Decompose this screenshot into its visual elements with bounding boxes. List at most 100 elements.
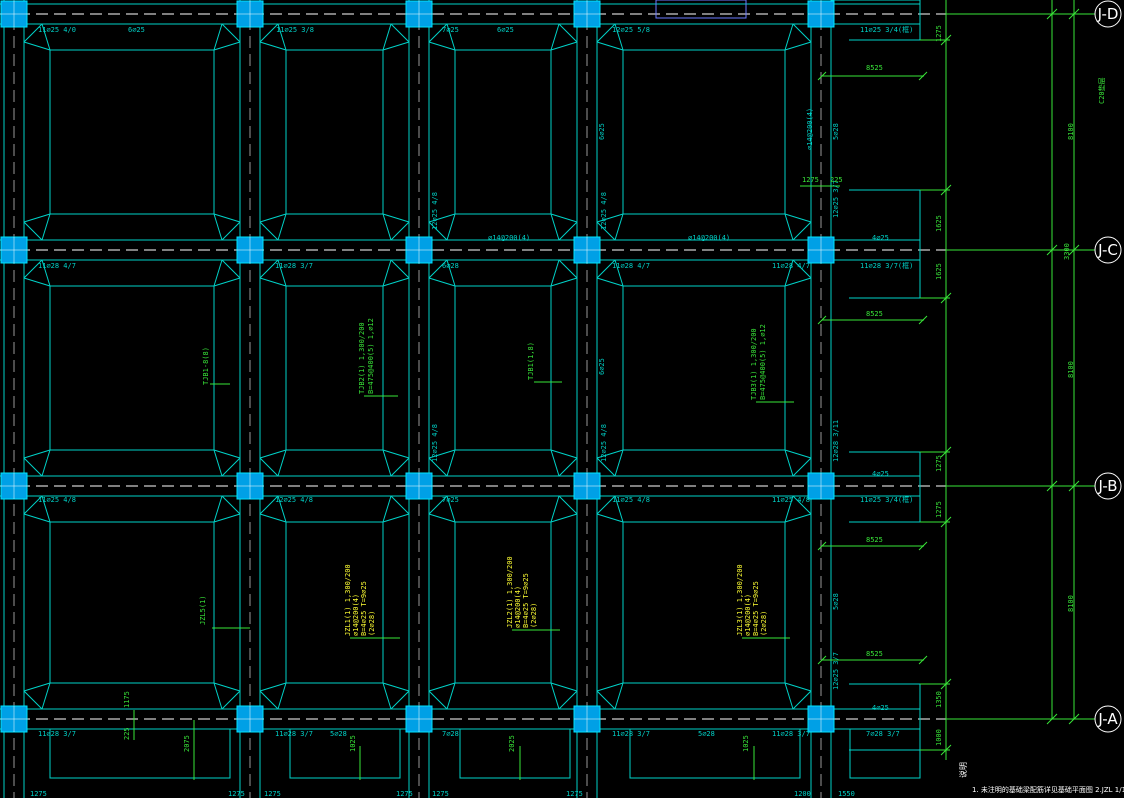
slab-note: B=475@400(5) 1,⌀12	[367, 318, 375, 394]
haunch-line	[23, 41, 51, 51]
dimension-text: 1200	[794, 790, 811, 798]
axis-label: J-C	[1097, 241, 1118, 259]
side-beam-stub	[849, 683, 921, 751]
beam-label-vertical: 12⌀25 3/7	[832, 652, 840, 690]
dimension-text: 2075	[183, 735, 191, 752]
legend-box	[655, 0, 747, 19]
haunch-line	[446, 682, 456, 710]
haunch-line	[382, 213, 392, 241]
haunch-line	[446, 213, 456, 241]
dimension-text: 1275	[264, 790, 281, 798]
dimension-tick	[940, 516, 952, 528]
dimension-text: 8525	[866, 536, 883, 544]
beam-label: 6⌀25	[497, 26, 514, 34]
axis-label: J-D	[1097, 5, 1119, 23]
beam-label-vertical: 5⌀28	[832, 593, 840, 610]
dimension-text: 1275	[935, 501, 943, 518]
dimension-tick	[817, 315, 827, 325]
dimension-tick	[817, 655, 827, 665]
beam-label: ⌀14@200(4)	[688, 234, 730, 242]
haunch-line	[428, 513, 456, 523]
haunch-line	[428, 41, 456, 51]
dimension-text: 1275	[30, 790, 47, 798]
columns	[0, 0, 835, 733]
axis-bubble	[1094, 236, 1122, 264]
slab-note: TJB1(1,8)	[527, 342, 535, 380]
dimension-text: 1275	[935, 25, 943, 42]
side-beam-stub	[849, 189, 921, 299]
dimension-tick	[1068, 244, 1080, 256]
haunch-line	[550, 495, 560, 523]
slab-panel	[454, 521, 552, 684]
dimension-tick	[918, 71, 928, 81]
haunch-line	[259, 277, 287, 287]
dimension-text: 2025	[508, 735, 516, 752]
axis-bubble	[1094, 0, 1122, 28]
beam-label: 11⌀28 4/7	[38, 262, 76, 270]
haunch-line	[550, 682, 578, 692]
beam-label-vertical: 12⌀25 4/8	[431, 424, 439, 462]
slab-panel	[285, 285, 384, 451]
haunch-line	[213, 513, 241, 523]
haunch-line	[382, 449, 410, 459]
haunch-line	[428, 213, 456, 223]
dimension-text: 1275	[802, 176, 819, 184]
haunch-line	[382, 23, 392, 51]
notes-label: 说明	[958, 762, 968, 778]
beam-label: 7⌀28 3/7	[866, 730, 900, 738]
beam-label: 11⌀28 3/7	[275, 730, 313, 738]
slab-panel	[49, 521, 215, 684]
slab-note: TJB3(1) 1,300/200	[750, 328, 758, 400]
beam-note: B=4⌀25 T=9⌀25	[522, 573, 530, 628]
dimension-text: 8525	[866, 64, 883, 72]
haunch-outline	[259, 23, 410, 241]
dimension-text: 225	[123, 727, 131, 740]
slab-panel	[622, 285, 786, 451]
beam-label-vertical: 5⌀28	[832, 123, 840, 140]
dimension-text: 1625	[935, 215, 943, 232]
haunch-line	[41, 682, 51, 710]
haunch-line	[382, 259, 392, 287]
haunch-line	[41, 495, 51, 523]
haunch-line	[213, 449, 223, 477]
haunch-line	[784, 682, 812, 692]
haunch-line	[784, 213, 812, 223]
dimension-text: 1275	[935, 455, 943, 472]
haunch-line	[596, 682, 624, 692]
slab-panel	[454, 285, 552, 451]
haunch-line	[259, 213, 287, 223]
beam-label-vertical: 12⌀28 3/11	[832, 420, 840, 462]
beam-label: 6⌀28	[442, 262, 459, 270]
beam-note: B=4⌀25 T=9⌀25	[360, 581, 368, 636]
beam-label: 4⌀25	[872, 470, 889, 478]
beam-label: 11⌀25 3/4(框)	[860, 25, 913, 34]
dimension-tick	[940, 744, 952, 756]
slab-panel	[49, 285, 215, 451]
axis-label: J-A	[1097, 710, 1118, 728]
dimension-text: 8525	[866, 650, 883, 658]
beam-label: 11⌀25 4/0	[38, 26, 76, 34]
dimension-text: 1275	[566, 790, 583, 798]
haunch-line	[259, 449, 287, 459]
dimension-tick	[940, 34, 952, 46]
dimension-text: 8525	[866, 310, 883, 318]
side-beam-stub	[831, 0, 921, 41]
haunch-outline	[23, 495, 241, 710]
haunch-line	[23, 682, 51, 692]
bottom-pocket	[629, 729, 801, 779]
haunch-line	[446, 495, 456, 523]
beam-label: 11⌀28 3/7	[275, 262, 313, 270]
haunch-line	[277, 682, 287, 710]
haunch-line	[277, 449, 287, 477]
axis-bubbles: J-DJ-CJ-BJ-A	[1094, 0, 1122, 733]
haunch-line	[428, 449, 456, 459]
haunch-line	[596, 277, 624, 287]
beam-label-vertical: 12⌀25 4/8	[431, 192, 439, 230]
dimension-text: 1025	[742, 735, 750, 752]
beam-label-vertical: 12⌀25 3/7	[832, 180, 840, 218]
haunch-line	[213, 277, 241, 287]
haunch-line	[382, 682, 410, 692]
beam-label-vertical: 12⌀25 4/8	[600, 192, 608, 230]
haunch-line	[213, 495, 223, 523]
